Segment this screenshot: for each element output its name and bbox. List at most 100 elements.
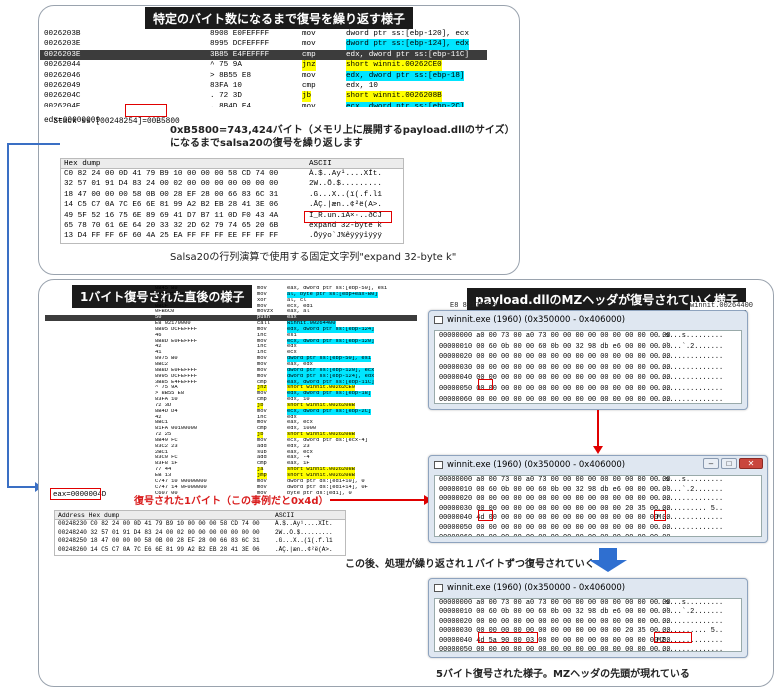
hex-window-1[interactable]: winnit.exe (1960) (0x350000 - 0x406000) …	[428, 310, 748, 410]
disasm-address: 00262046	[44, 71, 81, 80]
win2-byte-highlight	[478, 510, 493, 521]
disasm-operand: short winnit.0026208B	[287, 473, 355, 479]
hex-row: 00248240 32 57 01 91 D4 83 24 00 02 00 0…	[55, 529, 345, 538]
hex-row: 13 D4 FF FF 6F 60 4A 25 EA FF FF FF EE F…	[61, 231, 403, 241]
hex-window-3[interactable]: winnit.exe (1960) (0x350000 - 0x406000) …	[428, 578, 748, 658]
disasm-bytes: 8BC2	[155, 361, 168, 367]
hex-bytes: 18 47 00 00 00 58 0B 00 28 EF 28 00 66 8…	[64, 190, 279, 199]
hex-dump-view[interactable]: Hex dump ASCII C0 82 24 00 0D 41 79 B9 1…	[60, 158, 404, 244]
panel-mz-title: payload.dllのMZヘッダが復号されていく様子	[467, 288, 746, 311]
hex-ascii: ..`...`.2.......	[657, 342, 724, 351]
disasm-bytes: 8B4D D4	[155, 408, 178, 414]
blue-arrow-head	[589, 560, 627, 572]
window-title-bar-3[interactable]: winnit.exe (1960) (0x350000 - 0x406000)	[429, 579, 747, 597]
disasm-mnemonic: push	[257, 315, 270, 321]
win3-bytes-highlight	[478, 632, 538, 643]
hex-dump-view-2[interactable]: Address Hex dump ASCII 00248230 C0 82 24…	[54, 510, 346, 556]
disasm-mnemonic: add	[257, 443, 267, 449]
hex-bytes: 00000010 00 60 0b 00 00 60 0b 00 32 98 d…	[439, 608, 671, 617]
hex-window-2[interactable]: winnit.exe (1960) (0x350000 - 0x406000) …	[428, 455, 768, 543]
disasm-mnemonic: jnz	[257, 385, 267, 392]
hex-ascii: ..s...s.........	[657, 599, 724, 607]
hex-ascii: À.$..Ay¹....XÍt.	[309, 170, 382, 178]
window-title-2: winnit.exe (1960) (0x350000 - 0x406000)	[447, 460, 626, 470]
window-title-bar[interactable]: winnit.exe (1960) (0x350000 - 0x406000)	[429, 311, 747, 329]
disasm-operand: short winnit.00262CE0	[346, 60, 442, 71]
hex-bytes: 00000030 00 00 00 00 00 00 00 00 00 00 0…	[439, 363, 671, 372]
disasm-operand: edx, dword ptr ss:[ebp-11C]	[346, 50, 470, 59]
disasm-mnemonic: cmp	[257, 461, 267, 467]
disasm-operand: short winnit.00262CE0	[287, 385, 355, 392]
disasm-mnemonic: mov	[257, 367, 267, 373]
disasm-mnemonic: cmp	[302, 50, 316, 59]
disasm-operand: eax, ecx	[287, 449, 313, 455]
disasm-mnemonic: movzx	[257, 309, 274, 315]
disasm-operand: eax	[287, 315, 297, 321]
maximize-button[interactable]: □	[721, 458, 737, 469]
disasm-bytes: 3B85 E4FEFFFF	[155, 379, 198, 385]
disasm-bytes: 77 44	[155, 467, 172, 473]
disasm-bytes: 8975 B0	[155, 356, 178, 362]
disasm-mnemonic: mov	[257, 420, 267, 426]
window-title-bar-2[interactable]: winnit.exe (1960) (0x350000 - 0x406000)	[429, 456, 767, 474]
hex-line: 00000050 00 00 00 00 00 00 00 00 00 00 0…	[435, 646, 741, 651]
hex-line: 00000030 00 00 00 00 00 00 00 00 00 00 0…	[435, 505, 761, 515]
disasm-bytes: > 8B55 E8	[210, 71, 252, 80]
hex-row: 00248230 C0 82 24 00 0D 41 79 B9 10 00 0…	[55, 520, 345, 529]
disasm-operand: ecx, dword ptr ss:[ebp-2C]	[287, 408, 372, 415]
hex-bytes: C0 82 24 00 0D 41 79 B9 10 00 00 00 58 C…	[64, 170, 279, 178]
hex-bytes: 00000060 00 00 00 00 00 00 00 00 00 00 0…	[439, 534, 671, 536]
minimize-button[interactable]: –	[703, 458, 719, 469]
disasm-operand: esi	[287, 332, 297, 338]
close-button[interactable]: ✕	[739, 458, 763, 469]
disasm-operand: ecx, dword ptr ss:[ebp-2C]	[346, 101, 465, 107]
disasm-operand: eax, al	[287, 309, 310, 315]
